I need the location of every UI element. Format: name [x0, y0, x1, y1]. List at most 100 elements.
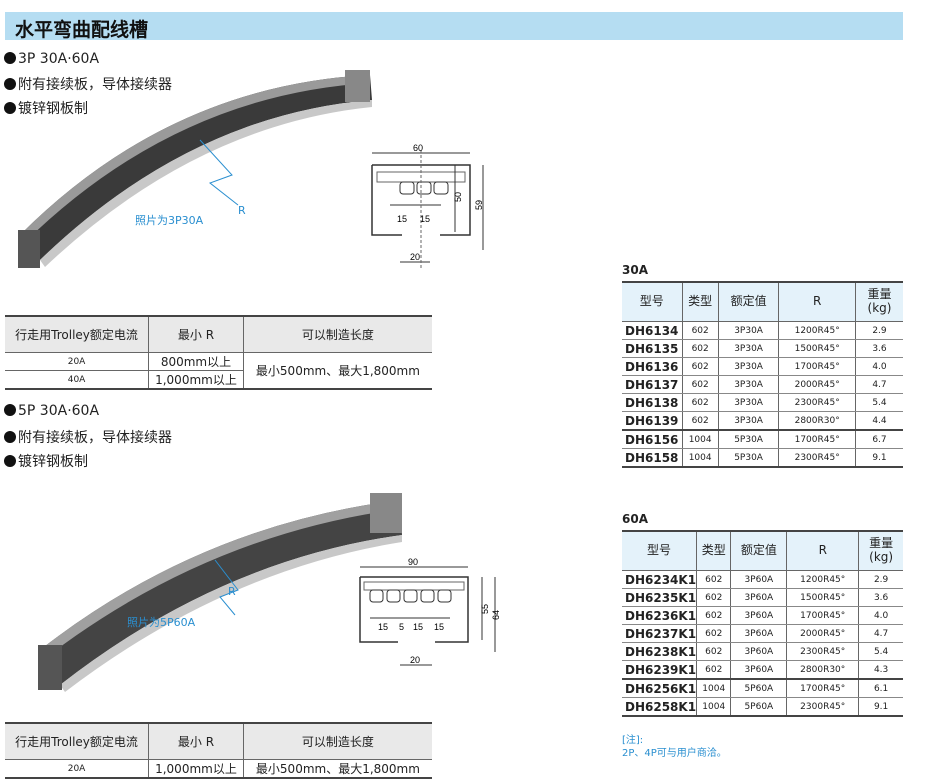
table-cell: 602: [681, 357, 719, 376]
table-cell: DH6239K1: [622, 660, 697, 680]
table-cell: 2000R45°: [786, 624, 859, 643]
table-cell: DH6238K1: [622, 642, 697, 661]
table-cell: DH6158: [622, 448, 683, 468]
radius-label: R: [238, 204, 246, 217]
col-header: 额定值: [730, 530, 787, 571]
table-cell: 4.4: [854, 411, 903, 431]
table-cell: DH6139: [622, 411, 683, 431]
table-cell: 2300R45°: [778, 393, 856, 412]
table-cell: 1700R45°: [778, 357, 856, 376]
bullet: 镀锌钢板制: [4, 451, 88, 471]
table-cell: 5.4: [858, 642, 903, 661]
table-cell: 1200R45°: [786, 570, 859, 589]
svg-text:15: 15: [434, 622, 444, 632]
svg-text:50: 50: [453, 192, 463, 202]
table-cell: 1004: [681, 429, 719, 449]
svg-text:20: 20: [410, 252, 420, 262]
table-cell: 3P30A: [717, 411, 779, 431]
table-cell: 602: [696, 624, 731, 643]
svg-text:55: 55: [480, 604, 490, 614]
table-cell: 2800R30°: [778, 411, 856, 431]
cross-section-drawing-3p: 60 15 15 50 59 20: [371, 143, 484, 270]
cross-section-drawing-5p: 90 15 5 15 15 55 64 20: [359, 557, 500, 666]
table-cell: 5.4: [854, 393, 903, 412]
table-cell: DH6137: [622, 375, 683, 394]
table-cell: 5P30A: [717, 429, 779, 449]
table-cell: 2.9: [854, 321, 903, 340]
svg-text:15: 15: [420, 214, 430, 224]
section-label-60a: 60A: [622, 512, 648, 526]
table-cell: 602: [696, 570, 731, 589]
col-header: 型号: [622, 530, 697, 571]
table-cell: 3P60A: [730, 570, 787, 589]
table-cell: 4.0: [854, 357, 903, 376]
table-cell: 3P60A: [730, 660, 787, 680]
svg-text:20: 20: [410, 655, 420, 665]
table-cell: 602: [696, 606, 731, 625]
table-cell: 2300R45°: [778, 448, 856, 468]
table-cell: 4.3: [858, 660, 903, 680]
table-cell: 1500R45°: [778, 339, 856, 358]
col-header: 重量 (kg): [854, 281, 903, 322]
table-cell: DH6258K1: [622, 697, 697, 717]
table-cell: 9.1: [858, 697, 903, 717]
table-cell: 3P30A: [717, 339, 779, 358]
table-cell: 602: [681, 393, 719, 412]
table-cell: 602: [696, 588, 731, 607]
col-header: 可以制造长度: [242, 315, 432, 353]
col-header: R: [786, 530, 859, 571]
svg-text:64: 64: [491, 610, 500, 620]
svg-text:15: 15: [413, 622, 423, 632]
col-header: 类型: [681, 281, 719, 322]
bullet: 3P 30A·60A: [4, 51, 99, 67]
table-cell: 5P30A: [717, 448, 779, 468]
note-text: 2P、4P可与用户商洽。: [622, 748, 727, 759]
bullet: 5P 30A·60A: [4, 403, 99, 419]
table-cell: 1700R45°: [786, 606, 859, 625]
table-cell: 2.9: [858, 570, 903, 589]
table-cell: 5P60A: [730, 697, 787, 717]
table-cell: 3P30A: [717, 357, 779, 376]
table-cell: DH6138: [622, 393, 683, 412]
table-cell: 602: [696, 642, 731, 661]
table-cell: 1004: [696, 697, 731, 717]
col-header: 最小 R: [148, 315, 244, 353]
table-cell: 1200R45°: [778, 321, 856, 340]
table-cell: 2300R45°: [786, 697, 859, 717]
product-photo-5p60a: [38, 493, 402, 692]
svg-text:15: 15: [378, 622, 388, 632]
col-header: 可以制造长度: [242, 722, 432, 760]
section-label-30a: 30A: [622, 263, 648, 277]
col-header: 型号: [622, 281, 683, 322]
table-cell: 3P60A: [730, 588, 787, 607]
bullet: 附有接续板，导体接续器: [4, 427, 172, 447]
svg-text:90: 90: [408, 557, 418, 567]
table-cell: 1004: [696, 678, 731, 698]
table-cell: DH6135: [622, 339, 683, 358]
product-photo-3p30a: [18, 70, 372, 268]
table-cell: DH6236K1: [622, 606, 697, 625]
col-header: 行走用Trolley额定电流: [5, 315, 149, 353]
table-cell: 602: [681, 411, 719, 431]
table-cell: 3P60A: [730, 624, 787, 643]
col-header: R: [778, 281, 856, 322]
table-cell: 4.7: [858, 624, 903, 643]
title-bar: 水平弯曲配线槽: [5, 12, 903, 41]
table-cell: 602: [681, 375, 719, 394]
table-cell: 6.7: [854, 429, 903, 449]
table-cell: DH6237K1: [622, 624, 697, 643]
